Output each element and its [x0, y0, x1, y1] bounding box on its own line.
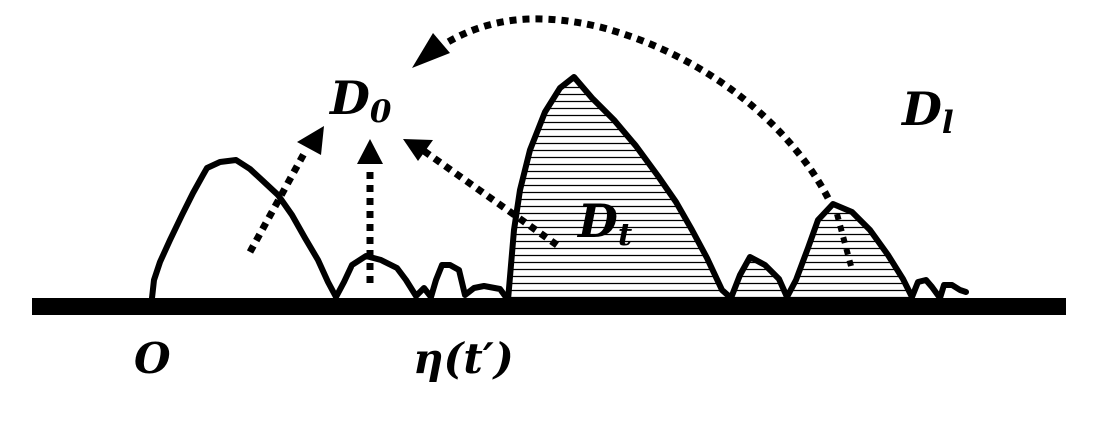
dotted-tick-right: [834, 213, 854, 267]
arrow-diagonal-head: [403, 139, 433, 161]
label-d0: D0: [328, 71, 392, 130]
arrow-diagonal-shaft: [421, 148, 560, 248]
label-dt: Dt: [576, 194, 633, 253]
interface-curve: [149, 74, 969, 303]
arrow-long-curve-shaft: [446, 15, 832, 200]
label-origin: O: [134, 334, 171, 383]
label-eta: η(t′): [413, 334, 514, 383]
arrow-vertical-head: [357, 139, 383, 164]
label-dl: Dl: [900, 82, 954, 141]
arrow-long-curve-head: [412, 33, 450, 68]
arrow-left-shaft: [246, 148, 310, 254]
hatched-cluster-large: [508, 77, 730, 300]
baseline-axis: [32, 298, 1066, 315]
arrow-left-head: [297, 126, 324, 155]
